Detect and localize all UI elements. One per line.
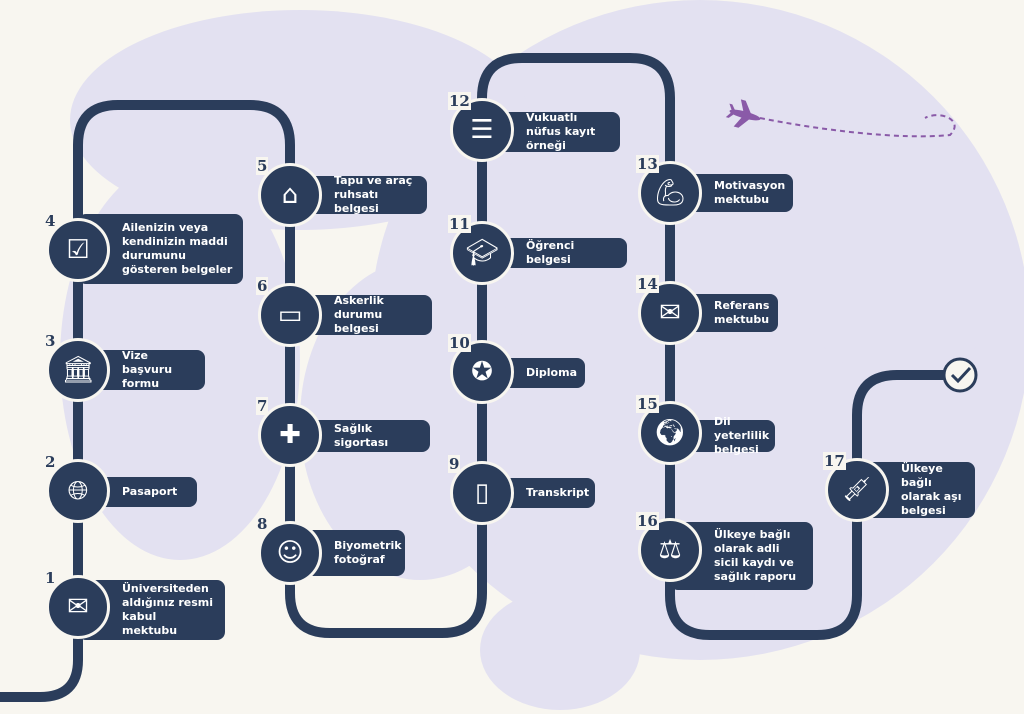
muscle-arm-icon: 💪︎	[653, 178, 687, 208]
step-number: 12	[448, 92, 471, 110]
step-number: 17	[823, 452, 846, 470]
step-icon-circle: ⌂	[258, 163, 322, 227]
step-number: 7	[256, 397, 269, 415]
step-icon-circle: 🌍︎	[638, 401, 702, 465]
step-number: 8	[256, 515, 269, 533]
step-label: Vize başvuru formu	[122, 349, 173, 390]
step-label: Askerlik durumu belgesi	[334, 294, 384, 335]
envelope-badge-icon: ✉	[67, 592, 89, 622]
step-icon-circle: ☺	[258, 521, 322, 585]
step-label: Referans mektubu	[714, 299, 770, 326]
step-label: Vukuatlı nüfus kayıt örneği	[526, 111, 596, 152]
passport-icon: 🌐︎	[67, 475, 89, 506]
house-icon: ⌂	[281, 180, 299, 210]
step-label: Sağlık sigortası	[334, 422, 389, 449]
graduation-cap-icon: 🎓︎	[465, 238, 499, 268]
step-number: 3	[44, 332, 57, 350]
step-icon-circle: ▭	[258, 283, 322, 347]
envelope-pen-icon: ✉	[659, 298, 681, 328]
step-icon-circle: ⚖	[638, 518, 702, 582]
step-icon-circle: 🏛︎	[46, 338, 110, 402]
step-number: 14	[636, 275, 659, 293]
step-label: Tapu ve araç ruhsatı belgesi	[334, 174, 413, 215]
step-label: Motivasyon mektubu	[714, 179, 786, 206]
step-number: 5	[256, 157, 269, 175]
step-label: Pasaport	[122, 485, 178, 498]
card-shield-icon: ▭	[277, 300, 303, 330]
step-number: 11	[448, 215, 471, 233]
airplane-icon	[725, 99, 761, 128]
check-circle-icon	[942, 357, 978, 393]
step-icon-circle: ▯	[450, 461, 514, 525]
step-icon-circle: ✪	[450, 340, 514, 404]
portrait-icon: ☺	[276, 538, 304, 568]
step-icon-circle: ☑	[46, 218, 110, 282]
step-number: 16	[636, 512, 659, 530]
step-number: 2	[44, 453, 57, 471]
syringe-icon: 💉︎	[840, 475, 874, 505]
globe-cap-icon: 🌍︎	[653, 418, 687, 448]
step-icon-circle: ✉	[46, 575, 110, 639]
step-number: 10	[448, 334, 471, 352]
step-number: 9	[448, 455, 461, 473]
step-label: Ülkeye bağlı olarak adli sicil kaydı ve …	[714, 528, 797, 583]
step-label: Üniversiteden aldığınız resmi kabul mekt…	[122, 582, 213, 637]
step-label: Ülkeye bağlı olarak aşı belgesi	[901, 462, 962, 517]
step-label: Diploma	[526, 366, 577, 379]
step-number: 13	[636, 155, 659, 173]
checklist-coins-icon: ☑	[66, 235, 90, 265]
step-label: Ailenizin veya kendinizin maddi durumunu…	[122, 221, 233, 276]
step-number: 1	[44, 569, 57, 587]
step-icon-circle: ✚	[258, 403, 322, 467]
step-icon-circle: 🌐︎	[46, 459, 110, 523]
medical-cross-icon: ✚	[279, 420, 301, 450]
gavel-icon: ⚖	[658, 535, 682, 565]
id-badge-icon: ▯	[474, 478, 490, 508]
step-label: Transkript	[526, 486, 590, 499]
step-number: 6	[256, 277, 269, 295]
document-check-icon: ☰	[470, 115, 494, 145]
step-label: Öğrenci belgesi	[526, 239, 575, 266]
flight-path	[759, 114, 956, 138]
step-label: Biyometrik fotoğraf	[334, 539, 402, 566]
form-bank-icon: 🏛︎	[61, 355, 95, 385]
step-number: 4	[44, 212, 57, 230]
step-number: 15	[636, 395, 659, 413]
step-label: Dil yeterlilik belgesi	[714, 415, 770, 456]
certificate-icon: ✪	[471, 357, 493, 387]
